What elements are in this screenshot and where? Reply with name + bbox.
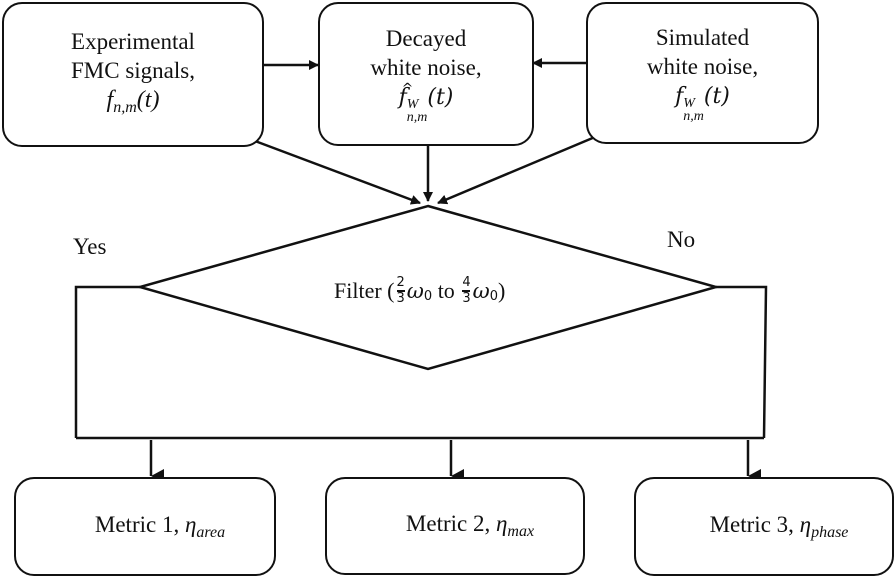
metric-1-box: Metric 1, ηarea (14, 477, 276, 576)
simulated-line-1: Simulated (655, 25, 750, 50)
experimental-formula: fn,m(t) (106, 87, 160, 116)
no-label: No (667, 227, 696, 252)
metric-1-label: Metric 1, ηarea (94, 511, 226, 541)
decayed-line-2: white noise, (370, 55, 482, 80)
metric-2-box: Metric 2, ηmax (325, 477, 585, 575)
no-branch-line (716, 285, 768, 439)
experimental-signals-box: Experimental FMC signals, fn,m(t) (2, 2, 264, 147)
simulated-line-2: white noise, (646, 54, 759, 79)
metric-3-label: Metric 3, ηphase (709, 511, 849, 541)
arrow-experimental-to-filter (254, 139, 421, 205)
metric-2-label: Metric 2, ηmax (405, 511, 535, 540)
metric-3-box: Metric 3, ηphase (634, 477, 894, 576)
filter-decision-diamond (135, 204, 721, 371)
experimental-line-1: Experimental (71, 29, 195, 54)
yes-branch-line (74, 285, 140, 438)
decayed-line-1: Decayed (385, 26, 467, 51)
experimental-line-2: FMC signals, (71, 58, 195, 83)
yes-label: Yes (73, 234, 107, 259)
arrow-simulated-to-filter (437, 135, 596, 205)
